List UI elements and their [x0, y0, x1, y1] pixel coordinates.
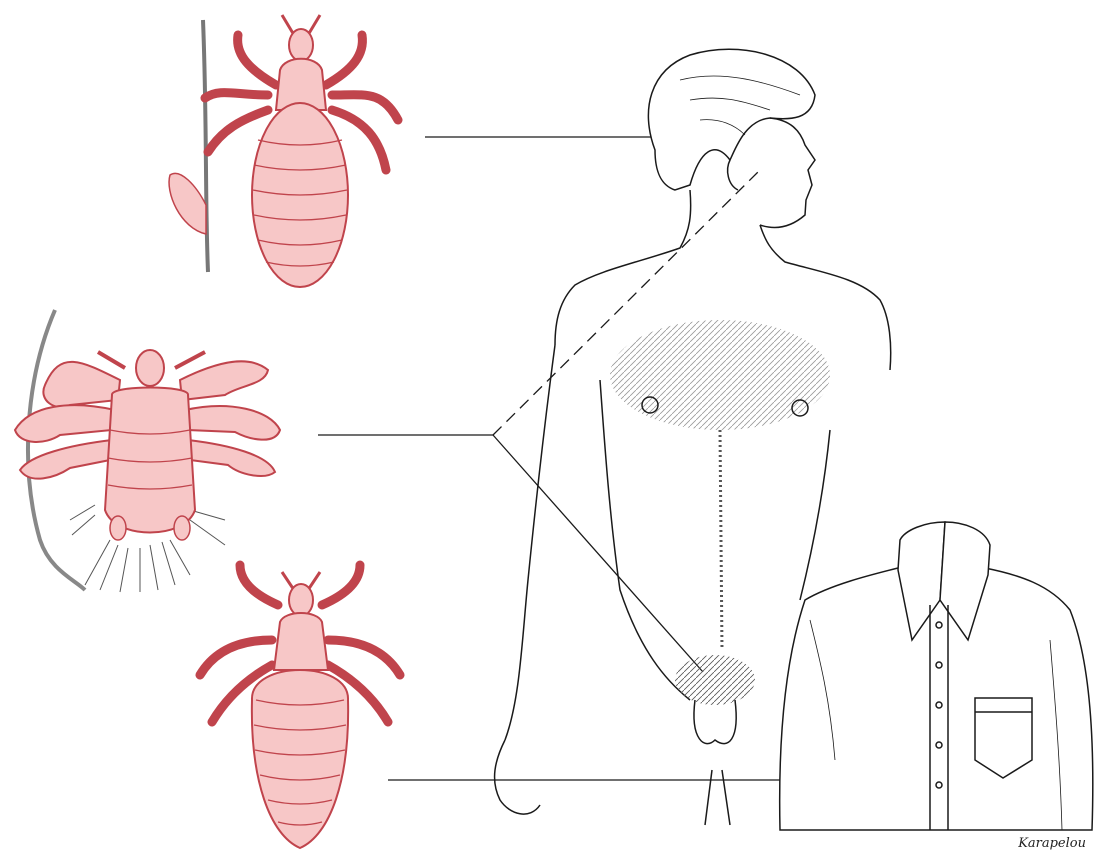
scalp-hair: [648, 49, 815, 190]
head-louse: [169, 15, 398, 287]
chest-hair: [610, 320, 830, 430]
nit-egg: [169, 173, 206, 234]
pubic-louse: [15, 310, 280, 592]
shirt-pocket: [975, 698, 1032, 778]
abdomen-hair-line: [720, 430, 722, 650]
shirt-body: [780, 568, 1093, 830]
connector-pubic-to-groin: [493, 435, 703, 672]
body-louse: [200, 565, 400, 848]
shirt: [780, 522, 1093, 830]
artist-signature: Karapelou: [1018, 836, 1086, 851]
pubic-hair: [675, 655, 755, 705]
